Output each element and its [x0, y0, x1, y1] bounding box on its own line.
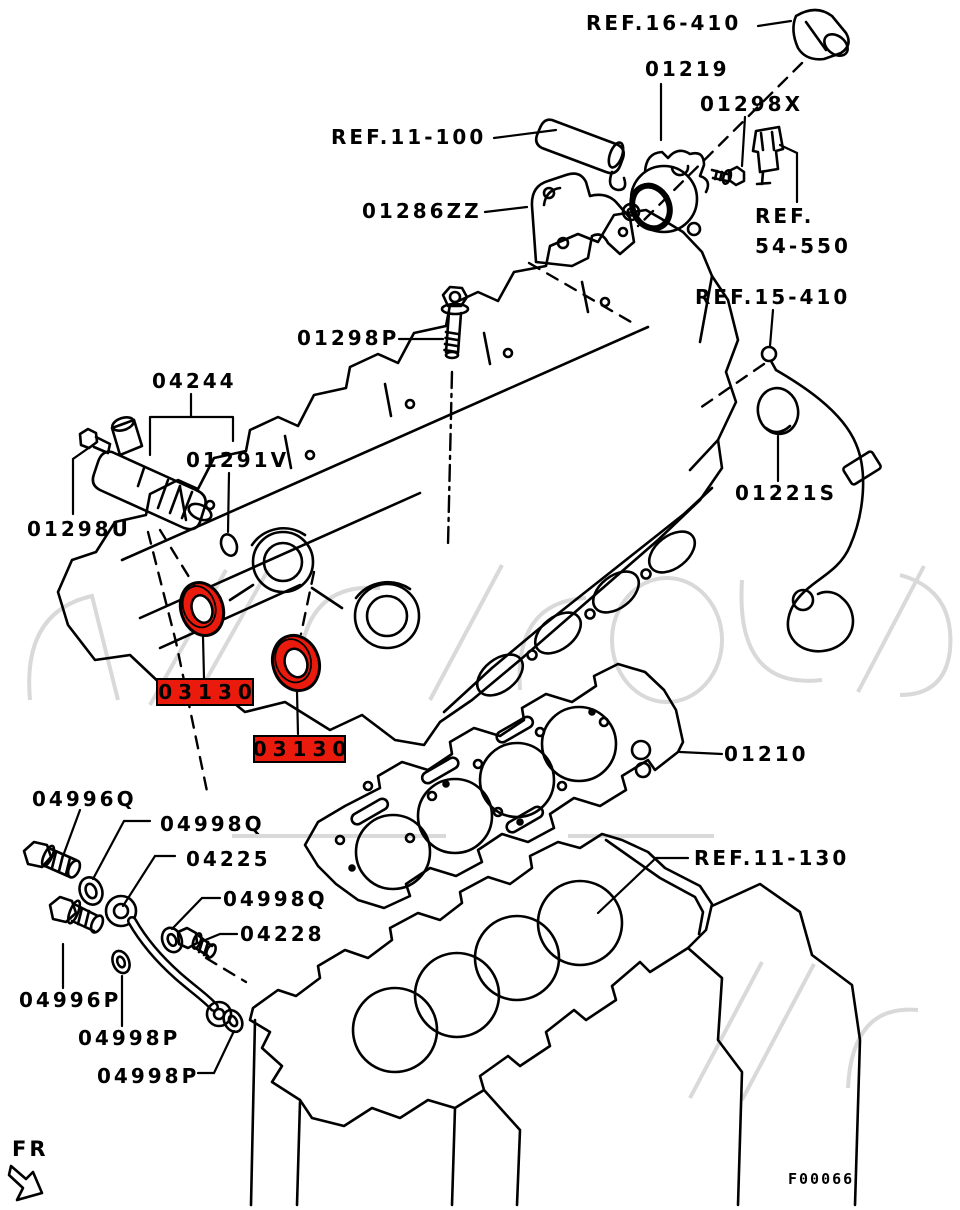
label-ref-15-410: REF.15-410 [695, 285, 851, 309]
bolt-01298p [440, 285, 470, 360]
label-01221s: 01221S [735, 481, 837, 505]
highlight-label-03130-a: 03130 [156, 678, 254, 706]
oil-pipe-04225 [104, 894, 233, 1028]
label-01298p: 01298P [297, 326, 400, 350]
pipe-part-ref11100 [534, 118, 627, 192]
oil-control-valve [91, 416, 213, 531]
sensor-ref16410 [792, 8, 850, 61]
bolt-04996p [48, 895, 105, 934]
figure-code: F00066 [788, 1170, 855, 1188]
front-direction-label: FR [12, 1137, 49, 1161]
dash-dot-lines [446, 370, 454, 547]
dashed-lines [146, 61, 804, 984]
label-01210: 01210 [724, 742, 809, 766]
bolt-01298u [78, 427, 112, 455]
o-ring-04998p-a [111, 949, 131, 975]
connector-ref54550 [751, 125, 785, 186]
harness-ref15410 [760, 345, 882, 653]
label-04996q: 04996Q [32, 787, 137, 811]
label-04998q-b: 04998Q [223, 887, 328, 911]
label-ref-54-550-line1: REF. [755, 204, 815, 228]
camshaft-seal-03130-a [178, 581, 226, 637]
head-gasket-drawing [303, 662, 685, 910]
label-04998p-a: 04998P [78, 1026, 181, 1050]
label-ref-11-100: REF.11-100 [331, 125, 487, 149]
label-01291v: 01291V [186, 448, 290, 472]
cylinder-head-drawing [56, 208, 740, 747]
cap-01221s [756, 386, 800, 436]
label-ref-54-550-line2: 54-550 [755, 234, 851, 258]
label-ref-16-410: REF.16-410 [586, 11, 742, 35]
bracket-01286zz [530, 172, 636, 268]
label-01286zz: 01286ZZ [362, 199, 482, 223]
label-04228: 04228 [240, 922, 325, 946]
bolt-01298x [710, 165, 746, 187]
fr-arrow-icon [7, 1164, 44, 1202]
label-04998q-a: 04998Q [160, 812, 265, 836]
camshaft-seal-03130-b [270, 633, 322, 693]
leader-lines [61, 19, 799, 1075]
label-04996p: 04996P [19, 988, 122, 1012]
highlight-label-03130-b: 03130 [252, 735, 353, 763]
label-04998p-b: 04998P [97, 1064, 200, 1088]
o-ring-01291v [219, 533, 239, 557]
gasket-ring-04998q-b [160, 926, 184, 954]
label-04225: 04225 [186, 847, 271, 871]
cylinder-block-drawing [248, 832, 862, 1207]
label-01219: 01219 [645, 57, 730, 81]
bolt-04996q [22, 840, 82, 879]
solenoid-01219 [621, 149, 710, 237]
label-ref-11-130: REF.11-130 [694, 846, 850, 870]
o-ring-04998p-b [222, 1008, 244, 1034]
label-04244: 04244 [152, 369, 237, 393]
label-01298x: 01298X [700, 92, 803, 116]
watermark [27, 564, 953, 1101]
label-01298u: 01298U [27, 517, 131, 541]
gasket-ring-04998q-a [78, 876, 104, 906]
